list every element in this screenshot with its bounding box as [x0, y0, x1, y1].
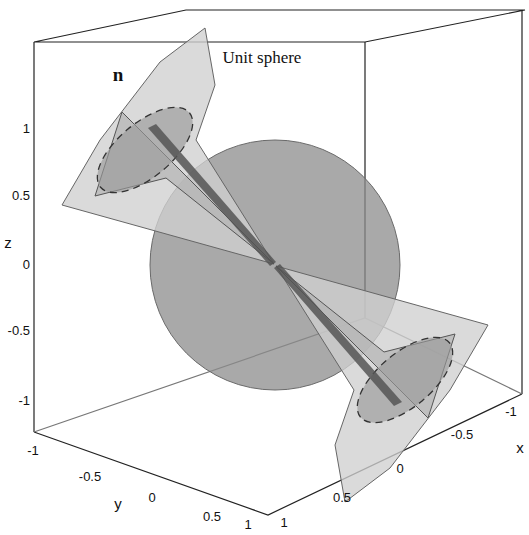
tick-label: -1 [18, 394, 30, 407]
vector-label: n [113, 65, 124, 84]
tick-label: 1 [244, 518, 251, 531]
tick-label: 1 [280, 516, 287, 529]
tick-label: 0 [148, 491, 155, 504]
tick-label: 0 [396, 462, 403, 475]
axis-label: y [114, 496, 122, 511]
tick-label: -1 [505, 405, 517, 418]
axis-label: z [4, 235, 12, 250]
tick-label: 0.5 [333, 491, 351, 504]
plot-box [34, 10, 525, 515]
tick-label: -0.5 [451, 428, 473, 441]
axis-label: x [516, 440, 524, 455]
tick-label: -0.5 [8, 324, 30, 337]
callout-label: Unit sphere [223, 49, 302, 66]
cone-surface [274, 264, 488, 502]
tick-label: -1 [27, 444, 39, 457]
tick-label: 0.5 [12, 189, 30, 202]
tick-label: 0 [23, 258, 30, 271]
tick-label: 0.5 [203, 510, 221, 523]
tick-label: 1 [23, 122, 30, 135]
tick-label: -0.5 [79, 470, 101, 483]
